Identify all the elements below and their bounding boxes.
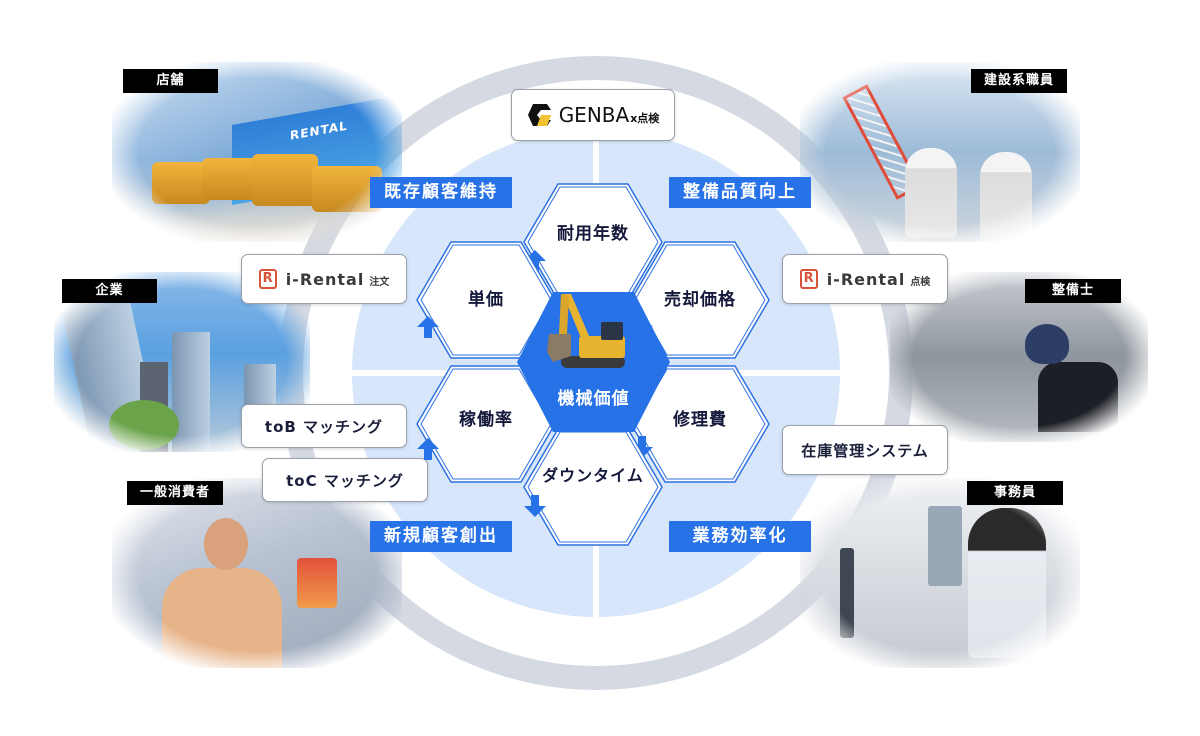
label-store: 店舗: [123, 69, 218, 93]
arrow-down-icon: [524, 495, 546, 517]
irental-name: i-Rental: [285, 269, 365, 289]
inventory-system-label: 在庫管理システム: [801, 441, 929, 460]
irental-suffix-order: 注文: [369, 277, 390, 288]
wheel-loader-icon: [202, 158, 260, 200]
inventory-system-box[interactable]: 在庫管理システム: [782, 425, 948, 475]
excavator-icon: [547, 294, 625, 368]
consumer-figure: [162, 568, 282, 668]
genba-suffix: x点検: [630, 112, 660, 125]
hex-label: ダウンタイム: [542, 466, 644, 485]
worker-figure: [905, 148, 957, 238]
tree-shape: [109, 400, 179, 450]
monitor-shape: [928, 506, 962, 586]
hex-utilization-rate: 稼働率: [416, 365, 556, 483]
irental-logo-icon: R: [799, 269, 818, 289]
genba-name: GENBA: [558, 103, 630, 127]
center-label: 機械価値: [557, 389, 630, 409]
monitor-shape: [840, 548, 854, 638]
hex-label: 売却価格: [664, 290, 736, 310]
label-construction-staff: 建設系職員: [971, 69, 1067, 93]
irental-name: i-Rental: [826, 269, 906, 289]
consumer-head: [204, 518, 248, 570]
consumer-photo: [112, 478, 402, 668]
mechanic-figure: [1038, 362, 1118, 432]
hex-machine-value: 機械価値: [517, 292, 670, 432]
label-new-customer-creation: 新規顧客創出: [370, 521, 512, 552]
snack-package: [297, 558, 337, 608]
wheel-loader-icon: [252, 154, 318, 206]
wheel-loader-icon: [152, 162, 210, 204]
hex-unit-price: 単価: [416, 241, 556, 359]
hex-label: 単価: [468, 290, 504, 310]
irental-order-box[interactable]: R i-Rental 注文: [241, 254, 407, 304]
label-existing-customer-retention: 既存顧客維持: [370, 177, 512, 208]
toc-matching-label: toC マッチング: [286, 471, 404, 490]
label-maintenance-quality: 整備品質向上: [669, 177, 811, 208]
worker-figure: [980, 152, 1032, 242]
genba-inspection-box[interactable]: GENBA x点検: [511, 89, 675, 141]
rental-sign: RENTAL: [290, 118, 348, 143]
arrow-up-icon: [417, 438, 439, 460]
tob-matching-box[interactable]: toB マッチング: [241, 404, 407, 448]
hex-label: 耐用年数: [557, 224, 629, 244]
label-consumer: 一般消費者: [127, 481, 223, 505]
irental-suffix-inspection: 点検: [910, 277, 931, 288]
hex-label: 稼働率: [459, 410, 513, 430]
genba-logo-icon: [527, 102, 553, 128]
mechanic-head: [1025, 324, 1069, 364]
building-shape: [172, 332, 210, 452]
label-mechanic: 整備士: [1025, 279, 1121, 303]
hex-label: 修理費: [673, 410, 727, 430]
office-photo: [800, 478, 1080, 668]
irental-inspection-box[interactable]: R i-Rental 点検: [782, 254, 948, 304]
tob-matching-label: toB マッチング: [264, 417, 384, 436]
hex-downtime: ダウンタイム: [523, 428, 663, 546]
label-office-staff: 事務員: [967, 481, 1063, 505]
label-operational-efficiency: 業務効率化: [669, 521, 811, 552]
label-company: 企業: [62, 279, 157, 303]
office-worker-figure: [968, 508, 1046, 658]
toc-matching-box[interactable]: toC マッチング: [262, 458, 428, 502]
irental-logo-icon: R: [258, 269, 277, 289]
arrow-up-icon: [417, 316, 439, 338]
